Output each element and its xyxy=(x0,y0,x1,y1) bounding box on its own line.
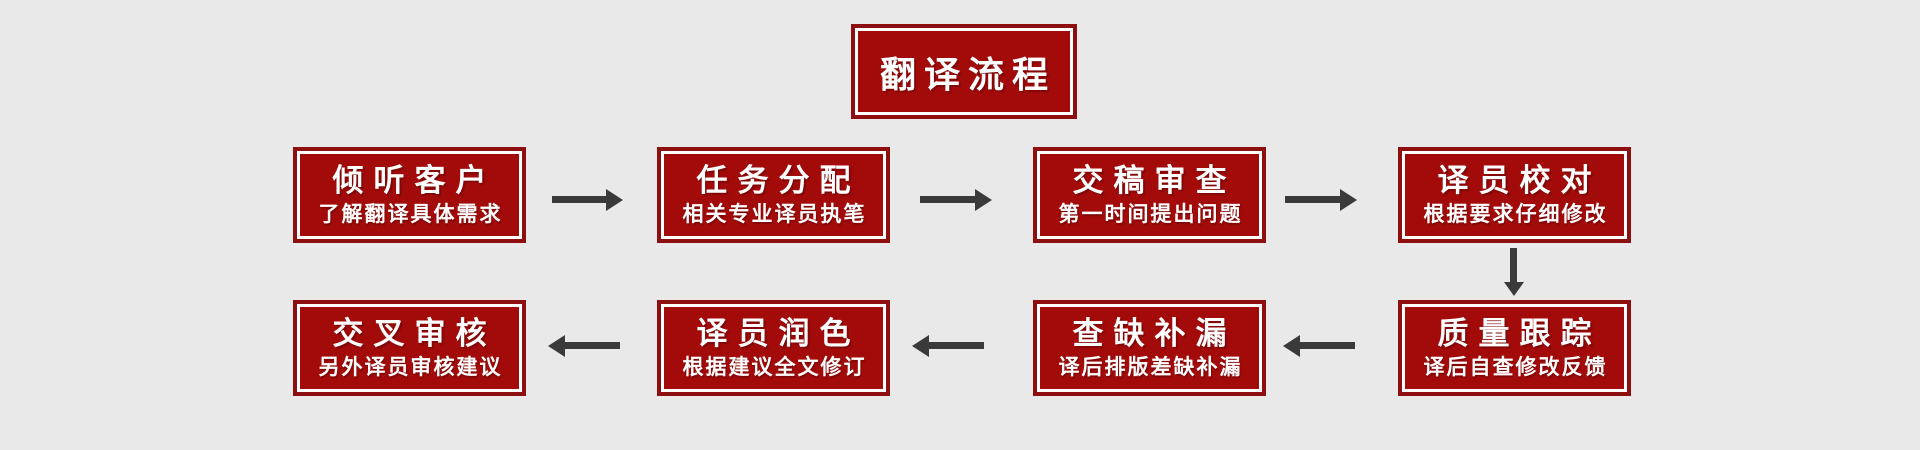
arrow-right-icon xyxy=(552,196,606,203)
step-subtitle: 相关专业译员执笔 xyxy=(682,203,867,227)
step-box-translator-proofread: 译员校对 根据要求仔细修改 xyxy=(1398,147,1631,243)
flowchart-title-box: 翻译流程 xyxy=(851,24,1077,119)
step-title: 交叉审核 xyxy=(332,315,497,351)
step-subtitle: 另外译员审核建议 xyxy=(318,356,503,380)
step-box-cross-review: 交叉审核 另外译员审核建议 xyxy=(293,300,526,396)
step-box-draft-review: 交稿审查 第一时间提出问题 xyxy=(1033,147,1266,243)
step-box-listen-to-client: 倾听客户 了解翻译具体需求 xyxy=(293,147,526,243)
step-subtitle: 根据建议全文修订 xyxy=(682,356,867,380)
arrow-left-icon xyxy=(929,342,984,349)
step-title: 译员校对 xyxy=(1437,162,1602,198)
step-subtitle: 了解翻译具体需求 xyxy=(318,203,503,227)
step-title: 质量跟踪 xyxy=(1437,315,1602,351)
step-title: 译员润色 xyxy=(696,315,861,351)
step-box-translator-polish: 译员润色 根据建议全文修订 xyxy=(657,300,890,396)
step-subtitle: 译后排版差缺补漏 xyxy=(1058,356,1243,380)
flowchart-title: 翻译流程 xyxy=(879,53,1056,95)
step-subtitle: 根据要求仔细修改 xyxy=(1423,203,1608,227)
step-title: 倾听客户 xyxy=(332,162,497,198)
step-title: 查缺补漏 xyxy=(1072,315,1237,351)
step-subtitle: 第一时间提出问题 xyxy=(1058,203,1243,227)
arrow-right-icon xyxy=(920,196,975,203)
step-box-gap-filling: 查缺补漏 译后排版差缺补漏 xyxy=(1033,300,1266,396)
step-box-task-assignment: 任务分配 相关专业译员执笔 xyxy=(657,147,890,243)
arrow-right-icon xyxy=(1285,196,1340,203)
step-title: 交稿审查 xyxy=(1072,162,1237,198)
step-box-quality-tracking: 质量跟踪 译后自查修改反馈 xyxy=(1398,300,1631,396)
step-subtitle: 译后自查修改反馈 xyxy=(1423,356,1608,380)
arrow-down-icon xyxy=(1510,248,1517,282)
step-title: 任务分配 xyxy=(696,162,861,198)
arrow-left-icon xyxy=(1300,342,1355,349)
arrow-left-icon xyxy=(565,342,620,349)
